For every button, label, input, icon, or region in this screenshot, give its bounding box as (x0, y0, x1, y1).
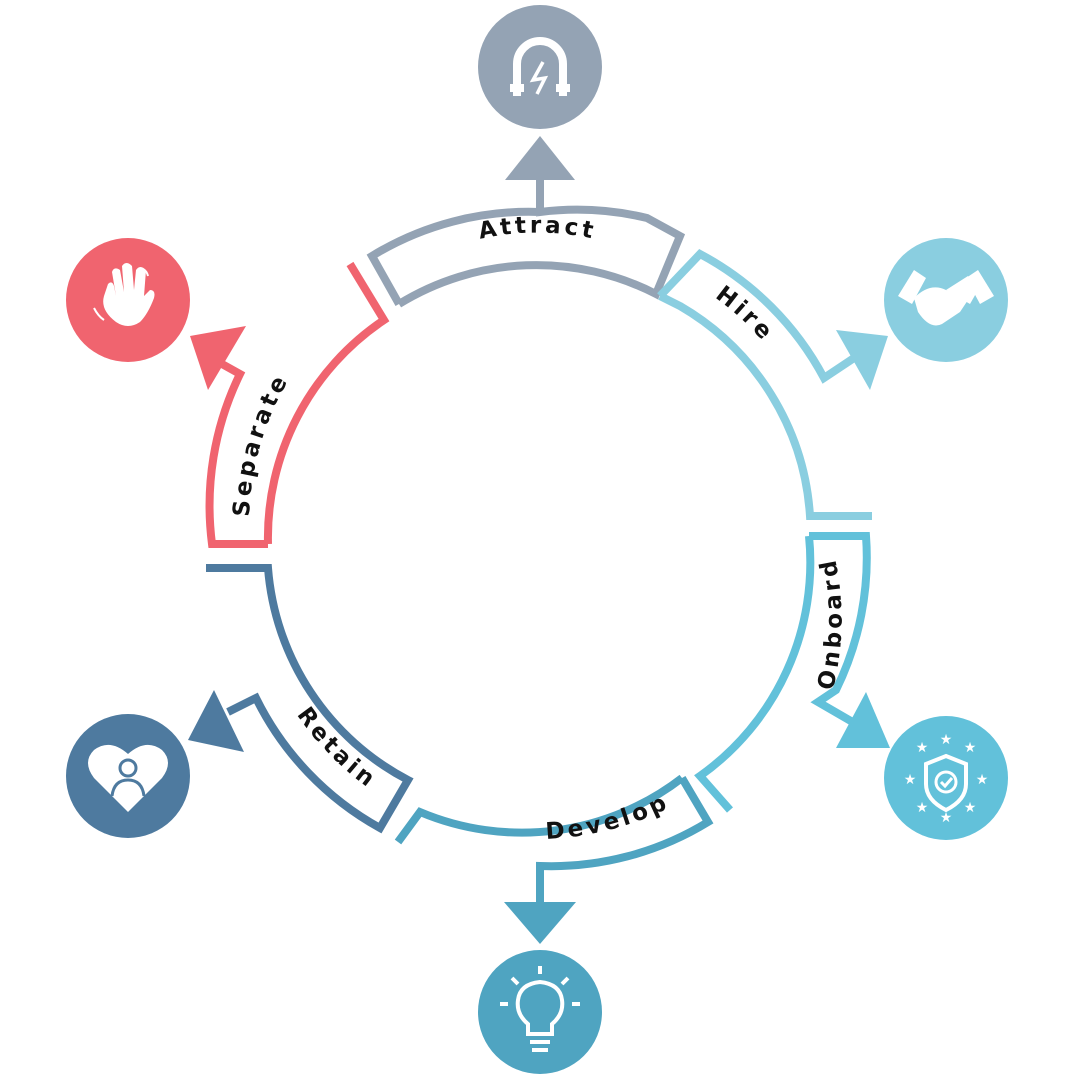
retain-label: Retain (292, 703, 379, 794)
svg-text:★: ★ (904, 772, 917, 788)
stage-attract: Attract (366, 5, 686, 308)
svg-text:Develop: Develop (545, 789, 674, 845)
hire-arrow (836, 330, 888, 390)
attract-label: Attract (476, 213, 595, 245)
waving-hand-icon (93, 263, 155, 326)
onboard-label: Onboard (813, 555, 844, 692)
magnet-icon (510, 37, 570, 96)
shield-stars-icon: ★ ★ ★ ★ ★ ★ ★ ★ (904, 732, 989, 826)
svg-text:Attract: Attract (476, 213, 598, 245)
stage-develop: Develop (394, 774, 714, 1074)
attract-arrow (505, 136, 575, 180)
svg-text:★: ★ (940, 732, 953, 748)
develop-arc (394, 774, 714, 904)
develop-label: Develop (545, 789, 670, 845)
retain-arc (206, 564, 414, 834)
svg-text:Onboard: Onboard (813, 555, 847, 692)
separate-arc (205, 261, 390, 548)
retain-arrow (188, 690, 244, 752)
hire-arc (657, 249, 872, 520)
develop-arrow (504, 902, 576, 944)
heart-person-icon (88, 744, 168, 812)
handshake-icon (898, 270, 994, 326)
svg-text:★: ★ (940, 810, 953, 826)
svg-text:★: ★ (964, 800, 977, 816)
svg-text:★: ★ (964, 740, 977, 756)
stage-retain: Retain (66, 564, 414, 838)
stage-separate: Separate (66, 238, 390, 548)
stage-hire: Hire (657, 238, 1008, 520)
develop-icon-bg (478, 950, 602, 1074)
attract-arc (366, 178, 686, 308)
onboard-icon-bg (884, 716, 1008, 840)
onboard-arrow (836, 692, 890, 748)
svg-text:Retain: Retain (292, 703, 382, 794)
stage-onboard: Onboard ★ ★ ★ ★ ★ ★ ★ ★ (694, 532, 1008, 840)
svg-text:★: ★ (916, 800, 929, 816)
svg-text:★: ★ (976, 772, 989, 788)
lightbulb-icon (500, 966, 580, 1052)
separate-arrow (190, 326, 246, 390)
onboard-arc (694, 532, 871, 813)
svg-text:★: ★ (916, 740, 929, 756)
